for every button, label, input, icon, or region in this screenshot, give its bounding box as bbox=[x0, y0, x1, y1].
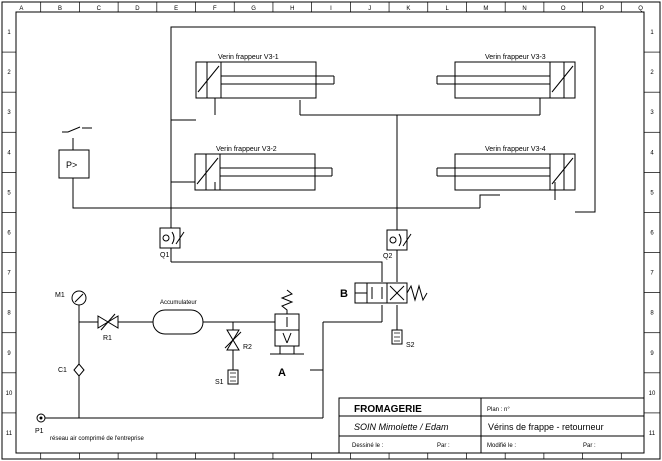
sheet-inner-frame bbox=[15, 11, 645, 454]
ruler-row-left: 2 bbox=[7, 70, 11, 76]
flow-valve-q2-label: Q2 bbox=[383, 253, 392, 260]
cylinder-v3-4-label: Verin frappeur V3-4 bbox=[485, 146, 546, 153]
supply-port-label: P1 bbox=[35, 428, 44, 435]
title-block: FROMAGERIE Plan : n° SOIN Mimolette / Ed… bbox=[338, 397, 645, 454]
ruler-column-top: E bbox=[174, 6, 178, 12]
ruler-column-top: A bbox=[19, 6, 23, 12]
flow-valve-q1-label: Q1 bbox=[160, 252, 169, 259]
ruler-row-right: 4 bbox=[650, 150, 654, 156]
pressure-switch: P> bbox=[58, 126, 92, 179]
ruler-row-right: 9 bbox=[650, 351, 654, 357]
ruler-row-right: 3 bbox=[650, 110, 654, 116]
ruler-row-right: 7 bbox=[650, 271, 654, 277]
flow-valve-q2: Q2 bbox=[383, 229, 412, 260]
ruler-column-top: O bbox=[561, 6, 566, 12]
ruler-row-left: 4 bbox=[7, 150, 11, 156]
ruler-row-left: 9 bbox=[7, 351, 11, 357]
ruler-row-left: 8 bbox=[7, 311, 11, 317]
title-drawing: Vérins de frappe - retourneur bbox=[488, 422, 604, 432]
ruler-row-left: 3 bbox=[7, 110, 11, 116]
cylinder-v3-3-label: Verin frappeur V3-3 bbox=[485, 54, 546, 61]
cylinder-v3-2: Verin frappeur V3-2 bbox=[194, 146, 333, 191]
ruler-row-left: 6 bbox=[7, 231, 11, 237]
directional-valve-b: B bbox=[340, 282, 428, 304]
ruler-column-top: I bbox=[330, 6, 332, 12]
title-modified: Modifié le : bbox=[487, 443, 516, 449]
valve-b-label: B bbox=[340, 288, 348, 300]
title-modified-by-name: Par : bbox=[583, 443, 596, 449]
check-valve-c1: C1 bbox=[58, 363, 85, 377]
ruler-column-top: L bbox=[445, 6, 449, 12]
title-product: SOIN Mimolette / Edam bbox=[354, 422, 449, 432]
ruler-column-top: D bbox=[135, 6, 140, 12]
ruler-column-top: H bbox=[290, 6, 294, 12]
title-drawn-by: Dessiné le : bbox=[352, 443, 384, 449]
flow-valve-q1: Q1 bbox=[159, 227, 185, 259]
ruler-row-right: 1 bbox=[650, 30, 654, 36]
ruler-row-left: 10 bbox=[6, 391, 13, 397]
accumulator-label: Accumulateur bbox=[160, 300, 197, 306]
title-plan-number: Plan : n° bbox=[487, 407, 510, 413]
ruler-column-top: J bbox=[368, 6, 371, 12]
ruler-column-top: K bbox=[406, 6, 410, 12]
regulator-r1-label: R1 bbox=[103, 335, 112, 342]
ruler-column-top: C bbox=[97, 6, 102, 12]
ruler-column-top: P bbox=[600, 6, 604, 12]
title-company: FROMAGERIE bbox=[354, 404, 422, 415]
ruler-column-top: B bbox=[58, 6, 62, 12]
regulator-r1: R1 bbox=[97, 313, 119, 342]
silencer-s1: S1 bbox=[215, 369, 239, 386]
ruler-row-right: 8 bbox=[650, 311, 654, 317]
check-valve-c1-label: C1 bbox=[58, 367, 67, 374]
ruler-row-left: 5 bbox=[7, 190, 11, 196]
ruler-column-top: M bbox=[483, 6, 488, 12]
ruler-row-left: 1 bbox=[7, 30, 11, 36]
silencer-s2-label: S2 bbox=[406, 342, 415, 349]
ruler-row-right: 11 bbox=[649, 431, 656, 437]
ruler-row-left: 7 bbox=[7, 271, 11, 277]
pressure-switch-label: P> bbox=[66, 160, 77, 170]
cylinder-v3-4: Verin frappeur V3-4 bbox=[436, 146, 576, 191]
ruler-column-top: F bbox=[213, 6, 217, 12]
ruler-column-top: G bbox=[251, 6, 256, 12]
ruler-column-top: N bbox=[522, 6, 526, 12]
manometer-label: M1 bbox=[55, 292, 65, 299]
supply-port-p1: P1 réseau air comprimé de l'entreprise bbox=[35, 413, 145, 442]
manometer-m1: M1 bbox=[55, 290, 87, 306]
valve-a-label: A bbox=[278, 367, 286, 379]
cylinder-v3-3: Verin frappeur V3-3 bbox=[436, 54, 576, 99]
ruler-column-top: Q bbox=[638, 6, 643, 12]
cylinder-v3-2-label: Verin frappeur V3-2 bbox=[216, 146, 277, 153]
cylinder-v3-1: Verin frappeur V3-1 bbox=[195, 54, 335, 99]
ruler-row-right: 5 bbox=[650, 190, 654, 196]
silencer-s2: S2 bbox=[391, 329, 415, 349]
silencer-s1-label: S1 bbox=[215, 379, 224, 386]
ruler-row-right: 2 bbox=[650, 70, 654, 76]
regulator-r2: R2 bbox=[224, 329, 252, 351]
ruler-row-right: 6 bbox=[650, 231, 654, 237]
pneumatic-lines bbox=[45, 26, 596, 419]
title-drawn-by-name: Par : bbox=[437, 443, 450, 449]
ruler-row-left: 11 bbox=[6, 431, 13, 437]
regulator-r2-label: R2 bbox=[243, 344, 252, 351]
ruler-row-right: 10 bbox=[649, 391, 656, 397]
supply-note: réseau air comprimé de l'entreprise bbox=[50, 436, 145, 442]
accumulator: Accumulateur bbox=[152, 300, 204, 335]
directional-valve-a: A bbox=[270, 289, 304, 379]
cylinder-v3-1-label: Verin frappeur V3-1 bbox=[218, 54, 279, 61]
